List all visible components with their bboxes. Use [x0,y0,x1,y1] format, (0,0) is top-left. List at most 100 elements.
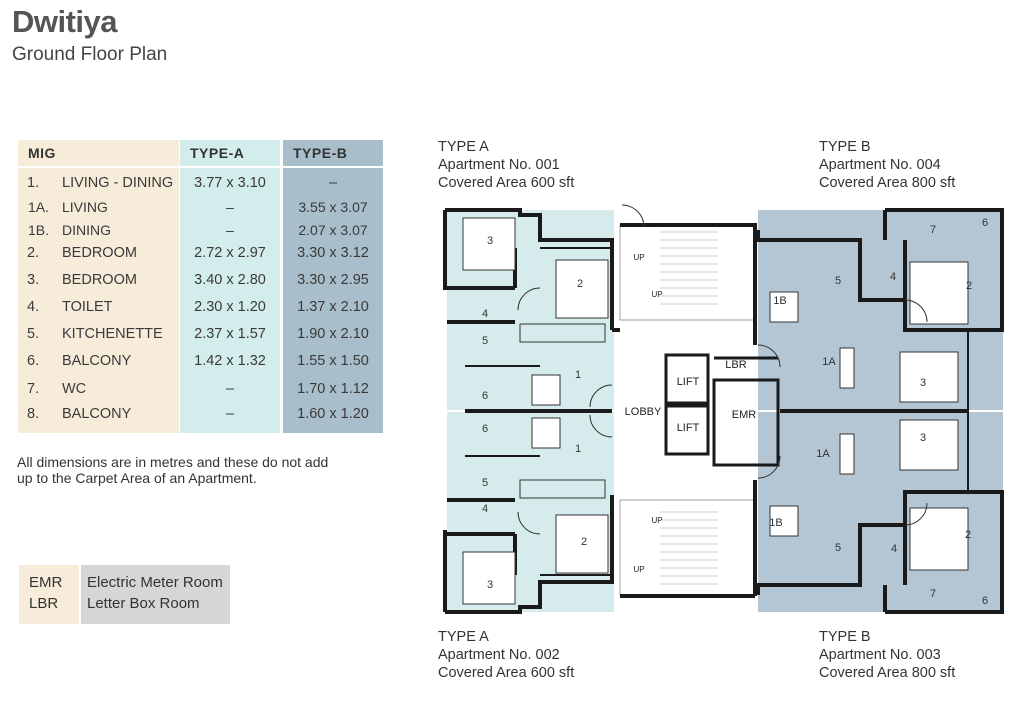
room-label-2: 2 [966,280,972,292]
room-label-3: 3 [920,377,926,389]
room-label-2: 2 [965,529,971,541]
legend-key-lbr: LBR [29,595,59,612]
row-number: 6. [27,353,40,369]
room-label-6: 6 [482,390,488,402]
apartment-type: TYPE A [438,629,489,645]
room-label-3: 3 [920,432,926,444]
row-type-b: 3.55 x 3.07 [298,199,368,215]
room-label-5: 5 [482,477,488,489]
row-type-a: – [225,406,235,422]
apartment-area: Covered Area 800 sft [819,175,956,191]
row-type-a: – [225,381,235,397]
table-column-bg-rooms [18,168,179,433]
room-label-4: 4 [482,503,488,515]
room-label-4: 4 [891,543,897,555]
row-type-a: 2.72 x 2.97 [194,245,266,261]
room-label-2: 2 [581,536,587,548]
room-label-6: 6 [982,595,988,607]
room-label-7: 7 [930,224,936,236]
page-subtitle: Ground Floor Plan [12,44,168,65]
emr-label: EMR [732,409,757,421]
table-row: 1B.DINING–2.07 x 3.07 [18,222,383,244]
type-b-apartment-fill [758,210,1003,612]
row-type-a: – [226,199,234,215]
legend-key-column [19,565,79,624]
room-label-3: 3 [487,579,493,591]
room-label-1b: 1B [773,295,786,307]
row-room-name: KITCHENETTE [62,326,163,342]
room-label-1b: 1B [769,517,782,529]
room-label-1: 1 [575,443,581,455]
room-label-5: 5 [835,542,841,554]
row-room-name: LIVING - DINING [62,175,174,191]
apartment-type: TYPE B [819,139,871,155]
row-room-name: BALCONY [62,406,132,422]
stair-up-label: UP [651,516,662,525]
room-label-3: 3 [487,235,493,247]
row-number: 5. [27,326,40,342]
row-type-a: 3.40 x 2.80 [194,272,266,288]
lobby-label: LOBBY [625,406,662,418]
room-label-2: 2 [577,278,583,290]
abbreviation-legend: EMR LBR Electric Meter Room Letter Box R… [19,565,230,624]
row-number: 1B. [28,222,50,238]
apartment-number: Apartment No. 003 [819,647,941,663]
legend-value-lbr: Letter Box Room [87,595,200,612]
dimensions-note: All dimensions are in metres and these d… [17,454,329,486]
row-type-a: 3.77 x 3.10 [194,175,266,191]
stair-up-label: UP [651,290,662,299]
row-type-b: 2.07 x 3.07 [298,222,368,238]
furniture [462,217,969,605]
apartment-label-004: TYPE B Apartment No. 004 Covered Area 80… [819,138,955,192]
row-number: 1. [27,175,40,191]
row-number: 4. [27,299,40,315]
room-label-7: 7 [930,588,936,600]
row-room-name: WC [62,381,87,397]
apartment-area: Covered Area 600 sft [438,665,575,681]
page-title: Dwitiya [12,4,118,39]
apartment-number: Apartment No. 001 [438,157,560,173]
room-label-1a: 1A [816,448,830,460]
apartment-label-002: TYPE A Apartment No. 002 Covered Area 60… [438,628,574,682]
room-label-1a: 1A [822,356,836,368]
room-label-5: 5 [482,335,488,347]
row-number: 1A. [28,199,50,215]
table-column-bg-type-a [180,168,280,433]
row-room-name: DINING [62,222,111,238]
table-header-mig: MIG [18,140,179,166]
row-type-a: 2.37 x 1.57 [194,326,266,342]
table-row: 7.WC–1.70 x 1.12 [18,381,383,403]
room-label-6: 6 [982,217,988,229]
row-room-name: TOILET [62,299,113,315]
row-type-b: 3.30 x 3.12 [297,245,369,261]
apartment-number: Apartment No. 004 [819,157,941,173]
table-row: 5. KITCHENETTE 2.37 x 1.57 1.90 x 2.10 [18,326,383,348]
row-type-b: 1.60 x 1.20 [297,406,369,422]
row-type-b: 1.90 x 2.10 [297,326,369,342]
stair-up-label: UP [633,253,644,262]
stair-up-label: UP [633,565,644,574]
legend-key-emr: EMR [29,574,63,591]
lbr-label: LBR [725,359,746,371]
room-label-5: 5 [835,275,841,287]
legend-value-column [81,565,230,624]
apartment-number: Apartment No. 002 [438,647,560,663]
row-room-name: BALCONY [62,353,132,369]
table-header-type-b: TYPE-B [283,140,383,166]
apartment-label-003: TYPE B Apartment No. 003 Covered Area 80… [819,628,955,682]
row-room-name: BEDROOM [62,272,137,288]
room-label-4: 4 [482,308,488,320]
room-label-1: 1 [575,369,581,381]
stair-treads [660,231,718,585]
row-type-b: 3.30 x 2.95 [297,272,369,288]
row-room-name: BEDROOM [62,245,137,261]
row-number: 3. [27,272,40,288]
apartment-type: TYPE B [819,629,871,645]
apartment-area: Covered Area 600 sft [438,175,575,191]
apartment-label-001: TYPE A Apartment No. 001 Covered Area 60… [438,138,574,192]
row-type-a: 1.42 x 1.32 [194,353,266,369]
legend-value-emr: Electric Meter Room [87,574,223,591]
row-number: 7. [27,381,40,397]
